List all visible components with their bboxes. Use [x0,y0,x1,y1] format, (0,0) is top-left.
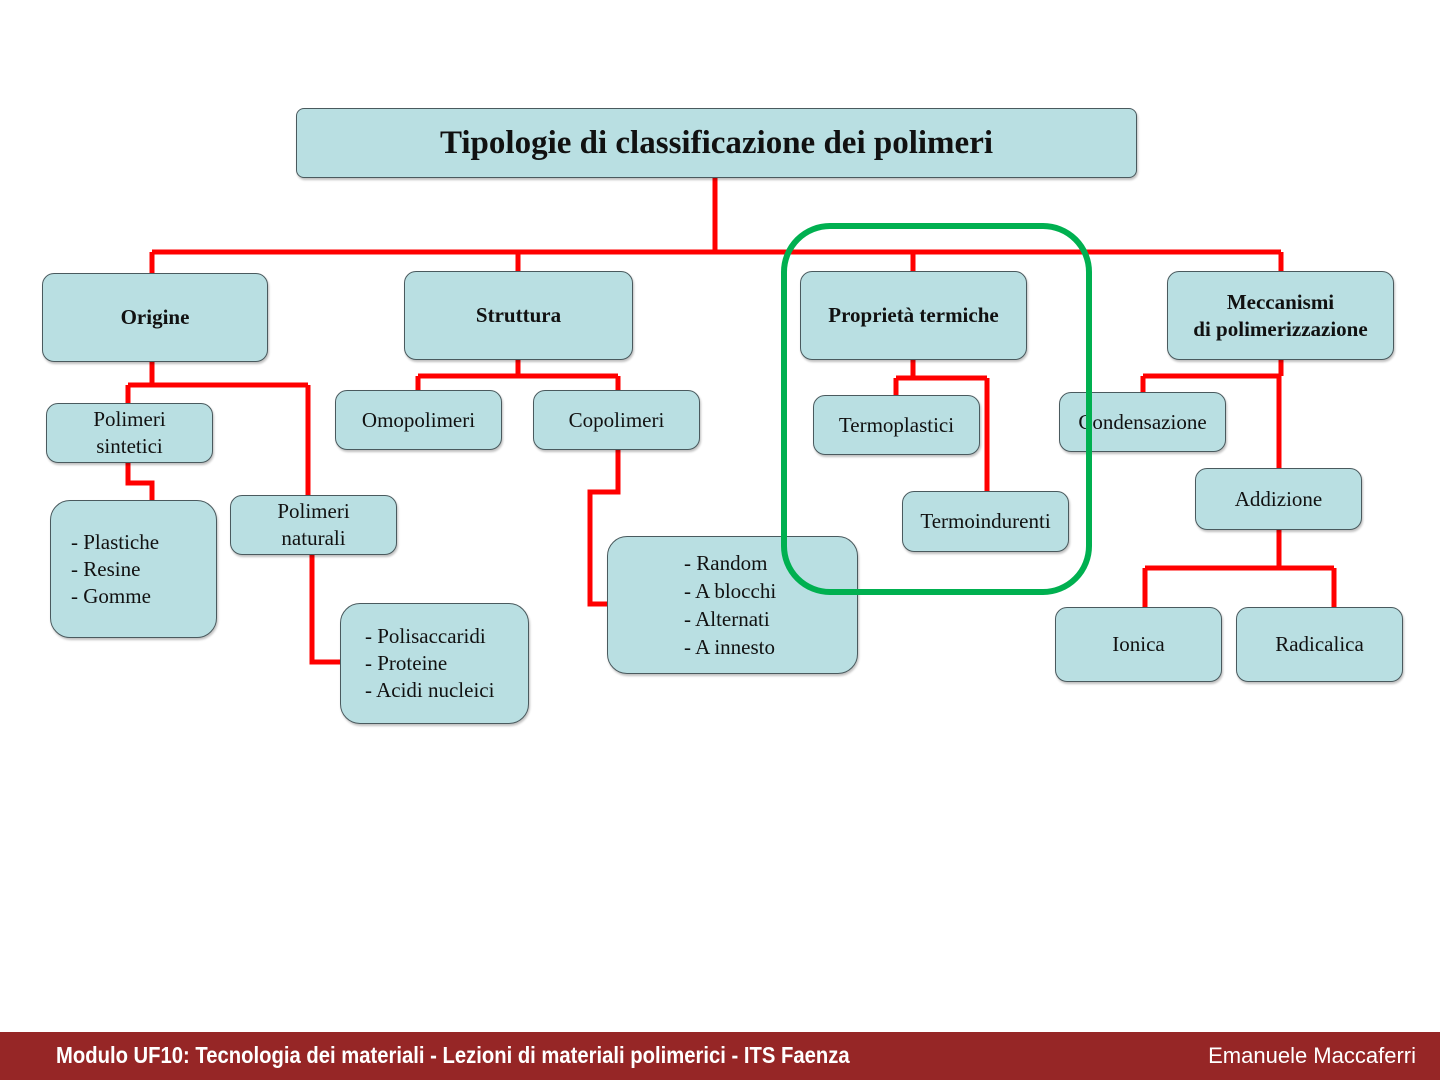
node-copolimeri: Copolimeri [533,390,700,450]
title-text: Tipologie di classificazione dei polimer… [439,124,994,161]
node-struttura: Struttura [404,271,633,360]
copolimeri-label: Copolimeri [568,407,665,432]
node-proprieta-label: Proprietà termiche [828,303,999,327]
ionica-label: Ionica [1112,632,1165,656]
node-origine: Origine [42,273,268,362]
footer-author: Emanuele Maccaferri [1208,1043,1416,1068]
connector-root [149,178,1284,273]
naturali-label-1: Polimeri [277,499,350,523]
node-meccanismi-label-1: Meccanismi [1226,289,1335,314]
termoindurenti-label: Termoindurenti [920,509,1051,533]
node-omopolimeri: Omopolimeri [335,390,502,450]
sintetici-label-2: sintetici [96,434,163,458]
node-ionica: Ionica [1055,607,1222,682]
connector-copolimeri [587,450,621,607]
node-condensazione: Condensazione [1059,392,1226,452]
footer-course: Modulo UF10: Tecnologia dei materiali - … [56,1042,850,1068]
node-origine-label: Origine [120,305,190,329]
diagram-title: Tipologie di classificazione dei polimer… [296,108,1137,178]
node-termoindurenti: Termoindurenti [902,491,1069,552]
connector-sintetici [125,463,155,500]
node-sintetici-list: - Plastiche - Resine - Gomme [50,500,217,638]
list-item: - Polisaccaridi [365,624,486,648]
node-termoplastici: Termoplastici [813,395,980,455]
node-naturali-list: - Polisaccaridi - Proteine - Acidi nucle… [340,603,529,724]
omopolimeri-label: Omopolimeri [361,407,476,432]
condensazione-label: Condensazione [1078,409,1207,434]
termoplastici-label: Termoplastici [838,412,955,437]
connector-meccanismi [1140,360,1284,468]
list-item: - A blocchi [684,579,777,603]
naturali-label-2: naturali [281,526,346,550]
addizione-label: Addizione [1234,486,1323,511]
list-item: - Proteine [365,651,448,675]
list-item: - Resine [71,556,141,581]
node-struttura-label: Struttura [475,303,562,327]
node-copolimeri-list: - Random - A blocchi - Alternati - A inn… [607,536,858,674]
connector-addizione [1142,530,1337,607]
list-item: - Plastiche [71,529,160,554]
connector-naturali [309,555,340,665]
list-item: - A innesto [684,635,776,659]
list-item: - Random [684,551,768,575]
node-meccanismi-label-2: di polimerizzazione [1193,316,1368,341]
radicalica-label: Radicalica [1275,632,1364,656]
node-addizione: Addizione [1195,468,1362,530]
connector-struttura [415,360,621,390]
list-item: - Gomme [71,583,151,608]
connector-origine [125,362,311,495]
node-radicalica: Radicalica [1236,607,1403,682]
footer-bar: Modulo UF10: Tecnologia dei materiali - … [0,1032,1440,1080]
node-proprieta-termiche: Proprietà termiche [800,271,1027,360]
node-polimeri-naturali: Polimeri naturali [230,495,397,555]
sintetici-label-1: Polimeri [93,407,166,431]
node-polimeri-sintetici: Polimeri sintetici [46,403,213,463]
list-item: - Alternati [684,607,770,631]
list-item: - Acidi nucleici [365,678,495,702]
